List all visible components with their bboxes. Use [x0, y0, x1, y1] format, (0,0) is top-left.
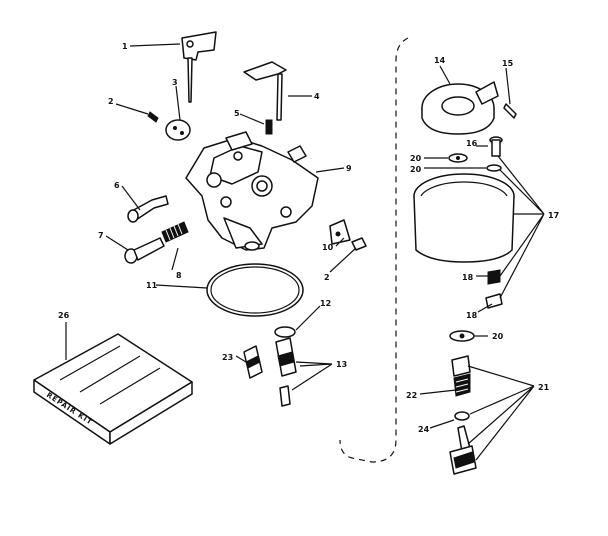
label-18-b: 18	[466, 311, 478, 320]
label-3: 3	[172, 78, 178, 87]
part-bowl-nut	[451, 355, 471, 397]
label-11: 11	[146, 281, 158, 290]
label-22: 22	[406, 391, 417, 400]
label-16: 16	[466, 139, 478, 148]
part-small-o-ring	[454, 411, 470, 421]
part-throttle-plate	[165, 119, 191, 141]
label-24: 24	[418, 425, 430, 434]
part-screw-lower	[351, 237, 367, 251]
label-15: 15	[502, 59, 514, 68]
part-bowl-screw	[489, 136, 503, 157]
part-gasket-ring	[206, 263, 304, 317]
label-14: 14	[434, 56, 446, 65]
label-12: 12	[320, 299, 331, 308]
part-adjusting-needle	[449, 425, 477, 475]
part-float	[421, 81, 499, 135]
part-screw-top	[147, 111, 159, 123]
label-10: 10	[322, 243, 334, 252]
part-o-ring	[274, 326, 296, 338]
label-2-top: 2	[108, 97, 114, 106]
label-9: 9	[346, 164, 352, 173]
part-throttle-shaft	[181, 31, 217, 103]
part-spring	[161, 221, 189, 243]
label-26: 26	[58, 311, 70, 320]
part-jet-fitting	[243, 345, 263, 379]
assembly-boundary	[339, 37, 409, 463]
part-choke-shaft	[243, 61, 287, 121]
part-washer-b	[486, 164, 502, 172]
label-21: 21	[538, 383, 550, 392]
part-float-pin	[503, 103, 517, 119]
label-18-a: 18	[462, 273, 474, 282]
label-1: 1	[122, 42, 128, 51]
label-2-lower: 2	[324, 273, 330, 282]
label-4: 4	[314, 92, 320, 101]
label-20-a: 20	[410, 154, 422, 163]
part-carburetor-body	[185, 131, 319, 251]
part-small-spring	[265, 119, 273, 135]
label-8: 8	[176, 271, 182, 280]
part-bracket	[329, 219, 351, 245]
label-6: 6	[114, 181, 120, 190]
label-7: 7	[98, 231, 104, 240]
label-13: 13	[336, 360, 347, 369]
part-mixture-screw	[124, 237, 165, 264]
label-5: 5	[234, 109, 240, 118]
part-float-bowl	[413, 173, 515, 263]
label-20-b: 20	[410, 165, 422, 174]
part-repair-kit-box	[33, 333, 193, 445]
label-20-c: 20	[492, 332, 504, 341]
part-needle-seat	[275, 337, 297, 407]
part-idle-screw	[127, 195, 169, 223]
label-23: 23	[222, 353, 233, 362]
leader-lines	[65, 43, 545, 461]
part-fitting-a	[487, 269, 501, 285]
label-17: 17	[548, 211, 559, 220]
